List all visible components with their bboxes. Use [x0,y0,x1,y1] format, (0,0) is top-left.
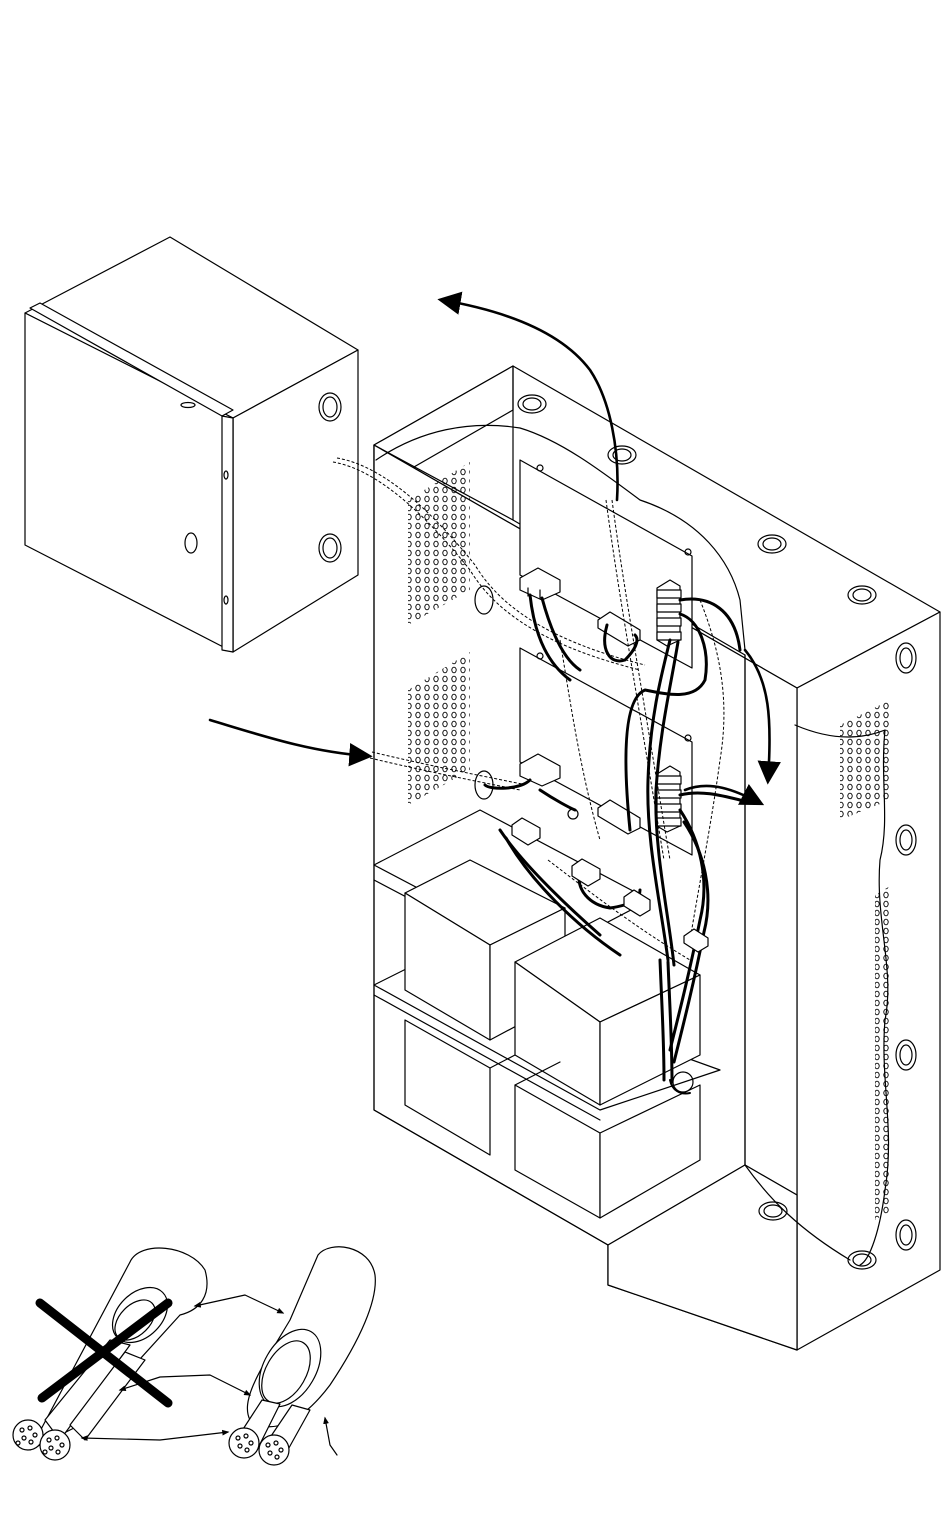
terminal-strip [657,766,681,832]
stranded-conductor [229,1428,259,1458]
stranded-conductor [40,1430,70,1460]
stranded-conductor [259,1435,289,1465]
open-enclosure [374,366,940,1350]
arrow-cable-in-left [210,720,368,756]
stranded-conductor [13,1420,43,1450]
cable-incorrect [13,1248,207,1460]
enclosure-cover [25,237,358,652]
terminal-strip [657,580,681,646]
cable-correct [229,1247,375,1465]
vent-holes [875,885,892,1220]
